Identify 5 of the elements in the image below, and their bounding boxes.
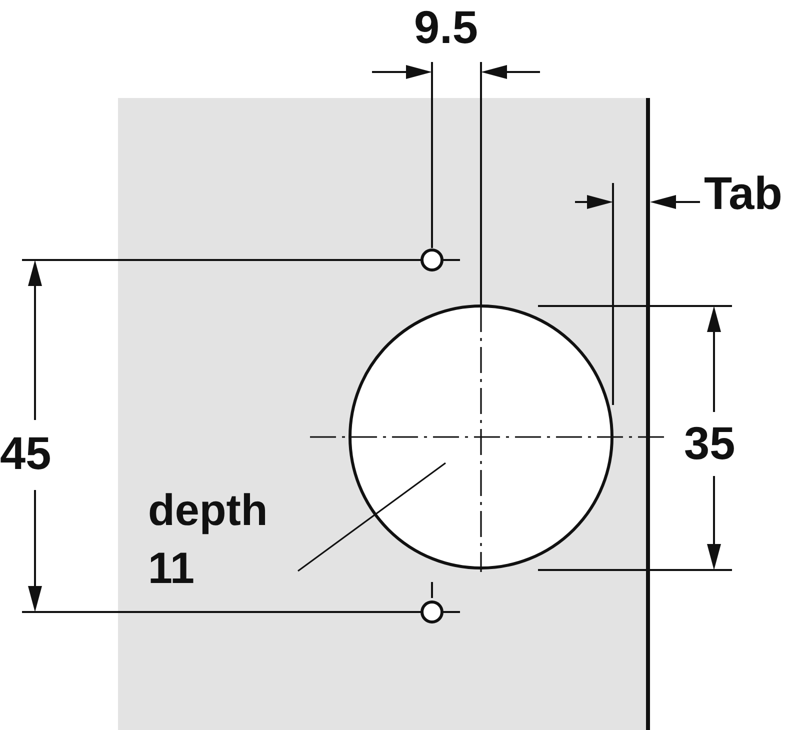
dimension-label: Tab — [704, 168, 782, 218]
leader-line — [298, 462, 446, 572]
note-label: depth 11 — [148, 482, 308, 598]
cup-hole — [348, 304, 614, 570]
dimension-label: 9.5 — [414, 2, 478, 52]
